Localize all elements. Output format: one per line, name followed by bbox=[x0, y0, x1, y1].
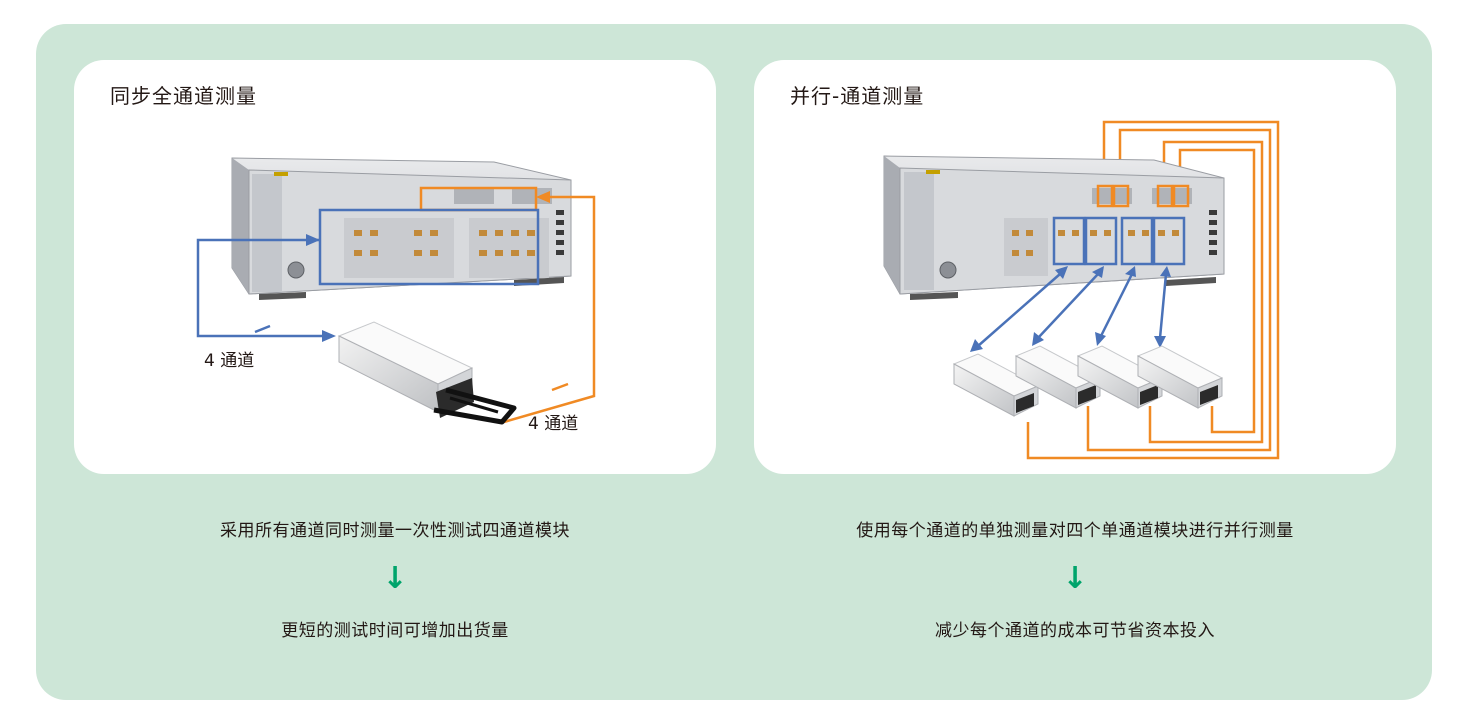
orange-port-highlight bbox=[1096, 184, 1190, 208]
parallel-benefit: 减少每个通道的成本可节省资本投入 bbox=[935, 621, 1215, 641]
test-instrument bbox=[231, 157, 572, 300]
port-row-lower bbox=[344, 218, 549, 278]
panel-parallel-channel: 并行-通道测量 bbox=[754, 60, 1396, 474]
orange-connection bbox=[503, 195, 596, 424]
port-row-upper bbox=[454, 188, 552, 204]
blue-arrowhead-icon bbox=[322, 330, 336, 342]
panel-title: 并行-通道测量 bbox=[790, 84, 925, 108]
blue-connection bbox=[977, 273, 1168, 347]
arrow-down-icon: ↓ bbox=[1062, 561, 1088, 596]
blue-connection bbox=[196, 238, 322, 338]
sfp-module bbox=[1136, 345, 1224, 409]
diagram-container: 4 通道 4 通道 同步全通道测量 bbox=[36, 24, 1432, 700]
arrow-down-icon: ↓ bbox=[382, 561, 408, 596]
sfp-module bbox=[1014, 345, 1102, 409]
blue-arrowhead-icon bbox=[306, 234, 320, 246]
panel-title: 同步全通道测量 bbox=[110, 84, 257, 108]
sync-description: 采用所有通道同时测量一次性测试四通道模块 bbox=[220, 521, 570, 541]
orange-connection-bundle bbox=[1026, 120, 1280, 460]
sfp-module bbox=[952, 353, 1040, 417]
blue-port-highlight bbox=[1052, 216, 1186, 266]
sync-measurement-illustration: 4 通道 4 通道 bbox=[196, 157, 596, 434]
sfp-module bbox=[337, 321, 517, 425]
parallel-measurement-illustration bbox=[883, 120, 1280, 460]
orange-arrowhead-icon bbox=[536, 191, 550, 203]
panel-sync-all-channel: 4 通道 4 通道 同步全通道测量 bbox=[74, 60, 716, 474]
channel-label-output: 4 通道 bbox=[528, 414, 578, 434]
sync-benefit: 更短的测试时间可增加出货量 bbox=[281, 621, 509, 641]
parallel-description: 使用每个通道的单独测量对四个单通道模块进行并行测量 bbox=[856, 521, 1294, 541]
channel-label-input: 4 通道 bbox=[204, 351, 254, 371]
blue-port-highlight bbox=[318, 208, 540, 286]
blue-arrowhead-icon bbox=[970, 266, 1171, 352]
